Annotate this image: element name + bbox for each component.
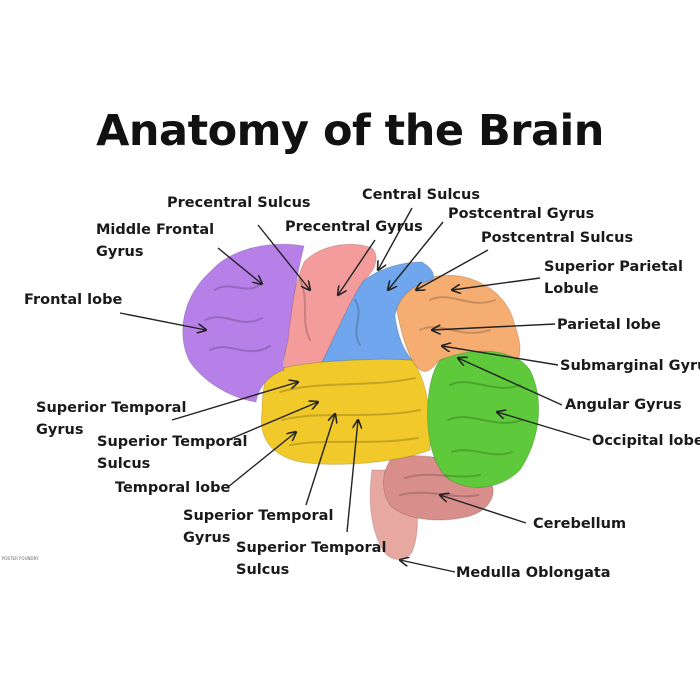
leader-superior-temporal-gyrus-left: [171, 382, 298, 421]
label-superior-parietal-lobule: Superior Parietal Lobule: [544, 259, 683, 297]
poster-credit: POSTER FOUNDRY: [2, 556, 39, 561]
label-frontal-lobe: Frontal lobe: [24, 292, 123, 308]
leader-central-sulcus: [378, 207, 413, 270]
leader-superior-parietal-lobule: [452, 277, 541, 290]
leader-cerebellum: [440, 495, 527, 524]
leader-parietal-lobe: [432, 323, 556, 330]
leader-submarginal-gyrus: [442, 346, 559, 366]
label-submarginal-gyrus: Submarginal Gyrus: [560, 358, 700, 374]
leader-precentral-sulcus: [257, 224, 310, 290]
label-central-sulcus: Central Sulcus: [362, 187, 480, 203]
leader-superior-temporal-gyrus-bottom: [305, 414, 335, 506]
label-occipital-lobe: Occipital lobe: [592, 433, 700, 449]
label-cerebellum: Cerebellum: [533, 516, 627, 532]
label-postcentral-gyrus: Postcentral Gyrus: [448, 206, 595, 222]
label-medulla-oblongata: Medulla Oblongata: [456, 565, 611, 581]
leader-medulla-oblongata: [400, 560, 456, 573]
leader-middle-frontal-gyrus: [217, 247, 262, 284]
label-parietal-lobe: Parietal lobe: [557, 317, 661, 333]
leader-superior-temporal-sulcus-bottom: [346, 420, 358, 533]
label-angular-gyrus: Angular Gyrus: [565, 397, 682, 413]
label-superior-temporal-sulcus-left: Superior Temporal Sulcus: [97, 434, 248, 472]
leader-precentral-gyrus: [338, 239, 376, 295]
label-superior-temporal-sulcus-bottom: Superior Temporal Sulcus: [236, 540, 387, 578]
label-postcentral-sulcus: Postcentral Sulcus: [481, 230, 634, 246]
leader-occipital-lobe: [497, 412, 591, 441]
label-middle-frontal-gyrus: Middle Frontal Gyrus: [96, 222, 215, 260]
leader-lines: [119, 207, 591, 573]
label-superior-temporal-gyrus-left: Superior Temporal Gyrus: [36, 400, 187, 438]
occipital-lobe-region: [427, 349, 540, 488]
label-precentral-sulcus: Precentral Sulcus: [167, 195, 311, 211]
label-superior-temporal-gyrus-bottom: Superior Temporal Gyrus: [183, 508, 334, 546]
label-temporal-lobe: Temporal lobe: [115, 480, 231, 496]
parietal-lobe-region: [394, 274, 521, 372]
leader-postcentral-gyrus: [388, 221, 444, 290]
label-precentral-gyrus: Precentral Gyrus: [285, 219, 423, 235]
diagram-title: Anatomy of the Brain: [96, 106, 604, 156]
leader-temporal-lobe: [227, 432, 296, 488]
leader-superior-temporal-sulcus-left: [227, 402, 318, 441]
frontal-lobe-region: [182, 243, 305, 403]
leader-postcentral-sulcus: [416, 249, 489, 290]
leader-frontal-lobe: [119, 312, 206, 330]
leader-angular-gyrus: [458, 358, 563, 406]
